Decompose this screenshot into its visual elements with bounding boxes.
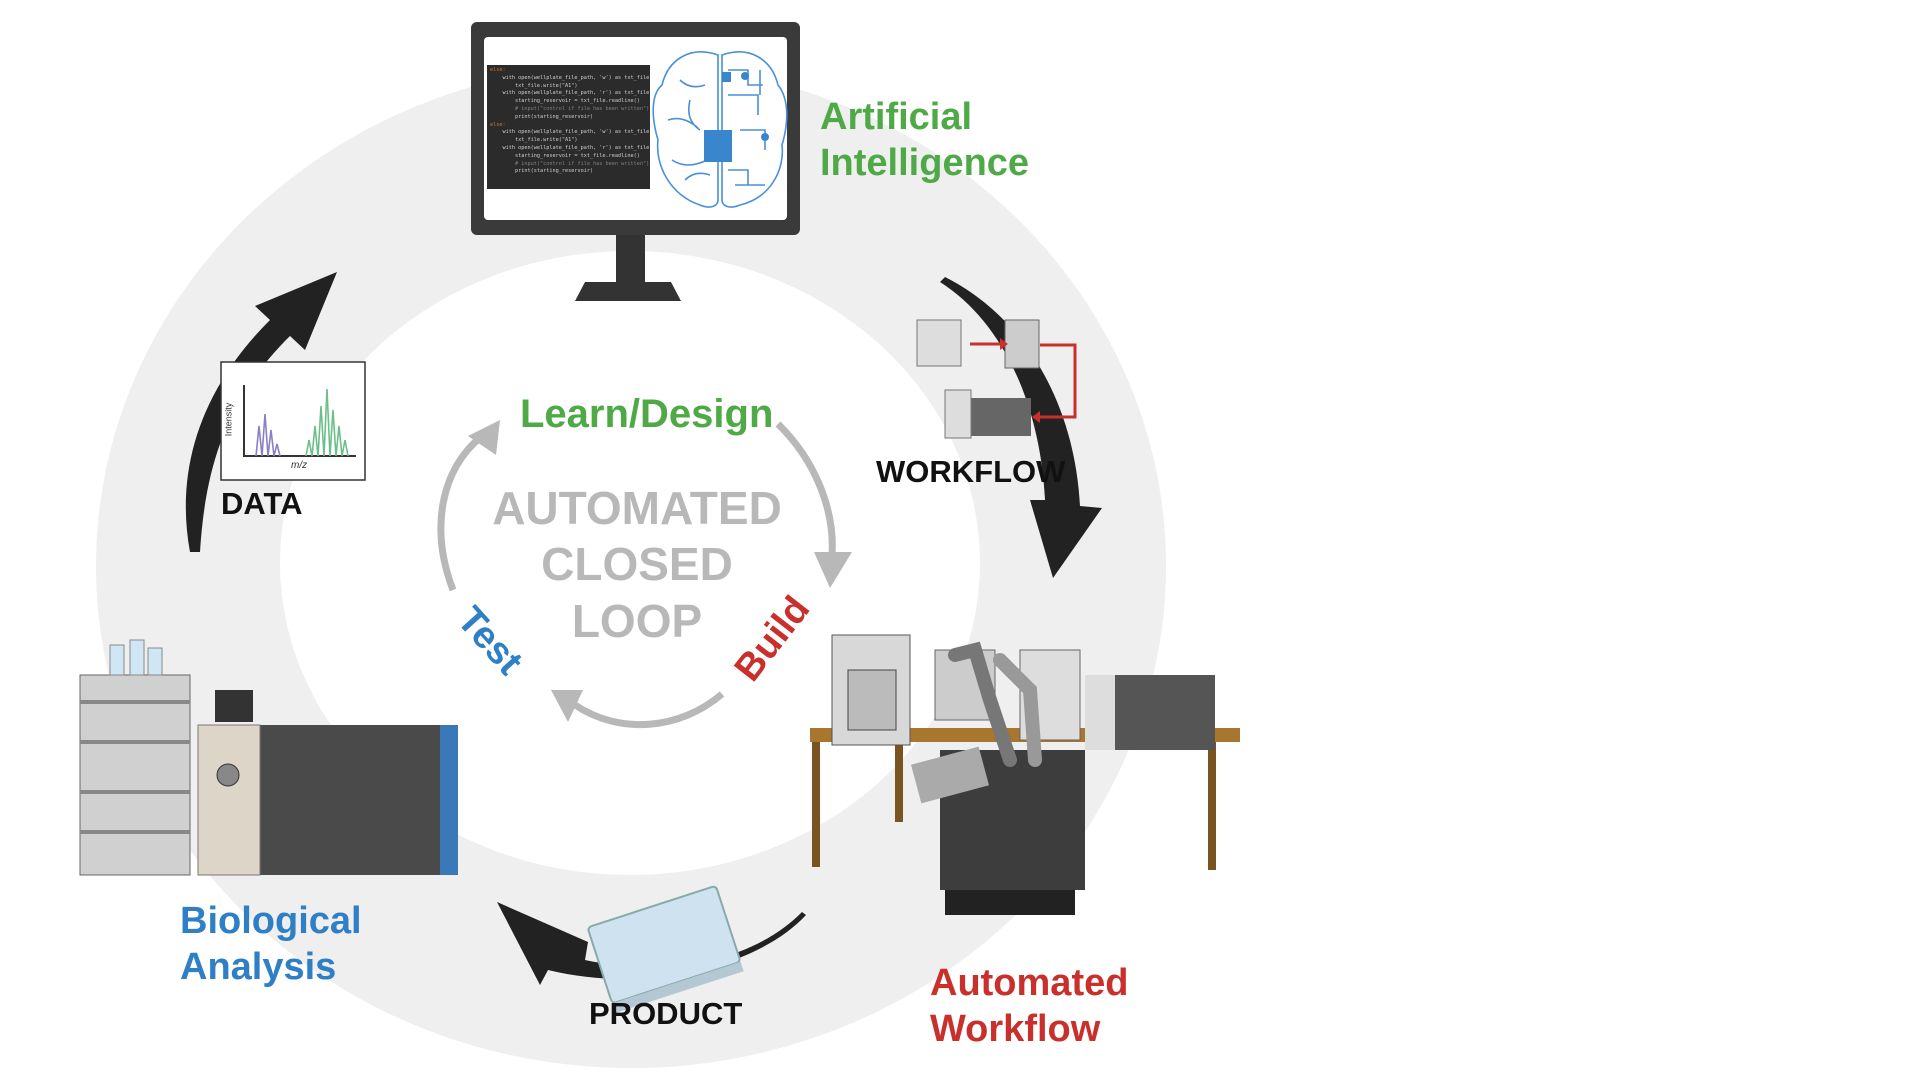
well-plate-icon [587, 885, 744, 1014]
center-text-line-2: CLOSED [541, 538, 733, 590]
code-panel: else: with open(wellplate_file_path, 'w'… [487, 65, 650, 189]
bio-title-line: Biological [180, 900, 362, 942]
data-plot [220, 361, 366, 481]
brain-circuit-icon [652, 51, 788, 208]
bio-title-line: Analysis [180, 946, 337, 988]
code-line: print(starting_reservoir) [490, 113, 594, 120]
arrow-data-to-ai [185, 272, 337, 552]
code-line: with open(wellplate_file_path, 'r') as t… [490, 90, 650, 97]
code-line: else: [490, 67, 506, 73]
code-line: txt_file.write("A1") [490, 137, 578, 144]
code-line: else: [490, 121, 506, 128]
arrow-workflow-to-analysis [497, 902, 806, 985]
inner-circle [280, 251, 980, 875]
arrow-ai-to-workflow [940, 277, 1102, 578]
workflow-icons [916, 319, 1077, 439]
code-line: txt_file.write("A1") [490, 82, 578, 89]
cycle-arrows [185, 272, 1102, 985]
inner-loop-arrowheads [468, 420, 852, 722]
bio-analysis-title: Biological Analysis [180, 898, 362, 990]
plot-ylabel: Intensity [223, 402, 234, 437]
plot-xlabel: m/z [291, 460, 308, 471]
automated-workflow-title: Automated Workflow [930, 960, 1128, 1052]
center-text-line-1: AUTOMATED [492, 482, 782, 534]
inner-loop-arrows [437, 421, 836, 729]
workflow-label: WORKFLOW [876, 454, 1066, 489]
ai-title-line: Artificial [820, 96, 973, 138]
auto-title-line: Automated [930, 962, 1129, 1004]
auto-title-line: Workflow [930, 1008, 1101, 1050]
learn-design-label: Learn/Design [520, 392, 774, 436]
code-line: with open(wellplate_file_path, 'r') as t… [490, 144, 650, 151]
center-text-line-3: LOOP [571, 595, 703, 647]
code-line: with open(wellplate_file_path, 'w') as t… [490, 129, 650, 136]
data-label: DATA [221, 486, 303, 521]
ai-title-line: Intelligence [820, 142, 1030, 184]
ai-title: Artificial Intelligence [820, 94, 1029, 186]
code-line: # input("control if file has been writte… [490, 105, 650, 112]
lab-robot-illustration [810, 634, 1240, 915]
code-line: starting_reservoir = txt_file.readline() [490, 98, 640, 105]
code-line: print(starting_reservoir) [490, 168, 594, 175]
code-line: with open(wellplate_file_path, 'w') as t… [490, 74, 650, 81]
code-line: starting_reservoir = txt_file.readline() [490, 152, 640, 159]
product-label: PRODUCT [589, 996, 743, 1031]
lc-ms-instrument [79, 639, 458, 876]
code-line: # input("control if file has been writte… [490, 160, 650, 167]
